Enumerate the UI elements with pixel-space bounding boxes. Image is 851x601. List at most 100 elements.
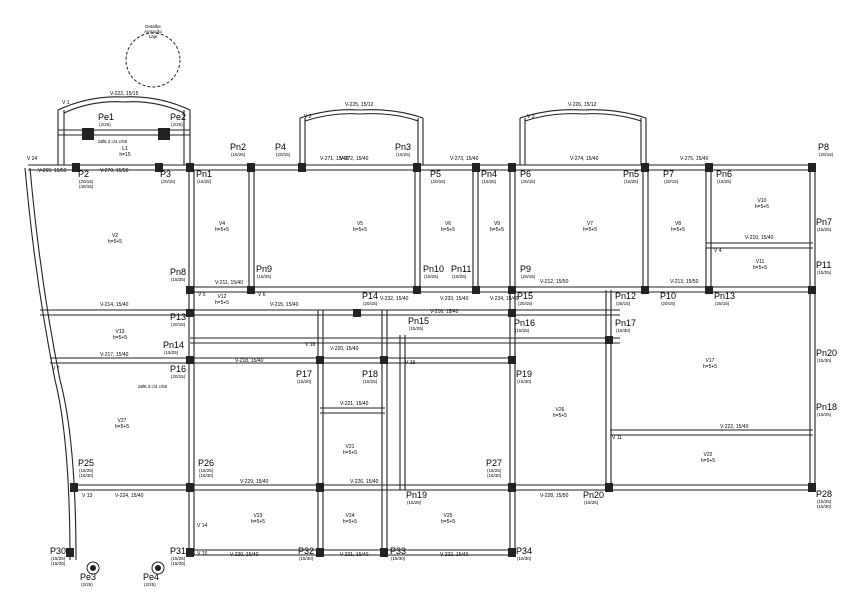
detail-callout	[125, 32, 181, 88]
pillar-label-p6: P6	[520, 169, 531, 179]
slab-thickness-v24: h=5+5	[343, 519, 357, 525]
slab-label-v11: V11	[756, 259, 765, 265]
pillar-dim-pn11: (15/25)	[452, 274, 467, 279]
pillar-dim-p3: (20/15)	[161, 179, 176, 184]
pillar-label-p4: P4	[275, 142, 286, 152]
pillar-dim-pn12: (25/15)	[616, 301, 631, 306]
slab-label-v21: V21	[346, 444, 355, 450]
beam-label-8: V-274, 15/40	[570, 156, 599, 162]
slab-label-v7: V7	[587, 221, 593, 227]
slab-label-v5: V5	[357, 221, 363, 227]
pillar-label-p8: P8	[818, 142, 829, 152]
pillar-dim-p26: (15/25)	[199, 468, 214, 473]
slab-thickness-v27: h=5+5	[115, 424, 129, 430]
pillar-pe1	[82, 128, 94, 140]
detail-subtitle2: Laje	[149, 34, 158, 39]
pillar-label-p3: P3	[160, 169, 171, 179]
pillar-dim-p9: (20/15)	[521, 274, 536, 279]
pillar-label-pn1: Pn1	[196, 169, 212, 179]
beam-label-9: V-275, 15/40	[680, 156, 709, 162]
slab-label-v22: V22	[704, 452, 713, 458]
pillar-pe2	[158, 128, 170, 140]
pillar-label-pn10: Pn10	[423, 264, 444, 274]
pillar-label-pn15: Pn15	[408, 316, 429, 326]
beam-label-6: V-272, 15/40	[340, 156, 369, 162]
pillar-label-pe2: Pe2	[170, 112, 186, 122]
beam-label-35: V 6	[258, 292, 266, 298]
slab-thickness-v21: h=5+5	[343, 450, 357, 456]
beam-label-41: V 16	[305, 342, 316, 348]
pillar-dim-pn13: (25/15)	[715, 301, 730, 306]
pillar-dim-pn15: (15/25)	[409, 326, 424, 331]
slab-thickness-v8: h=5+5	[671, 227, 685, 233]
pillar-dim-p32: (15/30)	[299, 556, 314, 561]
beam-label-25: V-222, 15/40	[720, 424, 749, 430]
slab-thickness-v2: h=5+5	[108, 239, 122, 245]
pillar-label-pn12: Pn12	[615, 291, 636, 301]
pillar-dim-p25: (15/30)	[79, 473, 94, 478]
slab-thickness-v26: h=5+5	[553, 413, 567, 419]
pillar-dim-pn8: (15/25)	[171, 277, 186, 282]
note-stirrup-2: 2Ø6.3 c/4 c/50	[138, 384, 168, 389]
slab-label-l1: L1	[122, 146, 128, 152]
slab-thickness-v12: h=5+5	[215, 300, 229, 306]
pillar-label-p19: P19	[516, 369, 532, 379]
pillar-dim-pn7: (15/25)	[817, 227, 832, 232]
slab-thickness-l1: h=15	[119, 152, 130, 158]
beam-label-29: V-229, 15/40	[240, 479, 269, 485]
beam-label-43: V-232, 15/40	[380, 296, 409, 302]
beam-label-40: V 15	[197, 551, 208, 557]
beam-label-5: V-271, 15/40	[320, 156, 349, 162]
pillar-label-p11: P11	[816, 260, 831, 270]
slab-thickness-v7: h=5+5	[583, 227, 597, 233]
pillar-dim-pn16: (15/25)	[515, 328, 530, 333]
beam-label-17: V-213, 15/50	[670, 279, 699, 285]
beam-label-31: V-231, 15/40	[340, 552, 369, 558]
slab-label-v9: V9	[494, 221, 500, 227]
pillar-dim-p15: (20/15)	[518, 301, 533, 306]
pillar-label-pn14: Pn14	[163, 340, 184, 350]
beam-label-44: V-233, 15/40	[440, 296, 469, 302]
slab-label-v25: V25	[444, 513, 453, 519]
pillar-dim-pn2: (15/25)	[231, 152, 246, 157]
slab-label-v26: V26	[556, 407, 565, 413]
beam-label-19: V-215, 15/40	[270, 302, 299, 308]
pillar-label-p33: P33	[390, 546, 406, 556]
pillar-dim-p33: (15/30)	[391, 556, 406, 561]
beam-label-10: V-225, 15/12	[345, 102, 374, 108]
beam-label-38: V 13	[82, 493, 93, 499]
pillar-label-p16: P16	[170, 364, 186, 374]
pillar-dim-p27: (15/30)	[487, 473, 502, 478]
pillar-label-p15: P15	[517, 291, 533, 301]
slab-label-v17: V17	[706, 358, 715, 364]
pillar-dim-pn4: (15/25)	[482, 179, 497, 184]
pillar-label-pe4: Pe4	[143, 572, 159, 582]
beam-label-26: V-224, 15/40	[115, 493, 144, 499]
pillar-label-pe1: Pe1	[98, 112, 114, 122]
pillar-label-p2: P2	[78, 169, 89, 179]
detail-title: Detalhe	[145, 24, 161, 29]
beam-label-1: V-222, 15/15	[110, 91, 139, 97]
pillar-label-p5: P5	[430, 169, 441, 179]
beam-label-32: V-232, 15/40	[440, 552, 469, 558]
beam-label-12: V 2	[304, 114, 312, 120]
pillar-label-p30: P30	[50, 546, 66, 556]
pillar-dim-pn18: (15/25)	[817, 412, 832, 417]
slab-label-v24: V24	[346, 513, 355, 519]
beam-label-24: V-221, 15/40	[340, 401, 369, 407]
pillar-dim-p28: (15/30)	[817, 504, 832, 509]
slab-thickness-v9: h=5+5	[490, 227, 504, 233]
pillar-dim-p34: (15/30)	[517, 556, 532, 561]
pillar-dim-p6: (20/15)	[521, 179, 536, 184]
pillar-dim-p17: (15/20)	[297, 379, 312, 384]
pillar-dim-pn3: (15/25)	[396, 152, 411, 157]
pe4-marker	[151, 561, 165, 575]
pillar-label-pn2: Pn2	[230, 142, 246, 152]
pillar-label-pn6: Pn6	[716, 169, 732, 179]
pillar-dim-p11: (15/25)	[817, 270, 832, 275]
pillar-label-p13: P13	[170, 312, 186, 322]
slab-label-v4: V4	[219, 221, 225, 227]
pillar-label-pn8: Pn8	[170, 267, 186, 277]
pillar-dim-pn20: (15/25)	[584, 500, 599, 505]
slab-label-v6: V6	[445, 221, 451, 227]
